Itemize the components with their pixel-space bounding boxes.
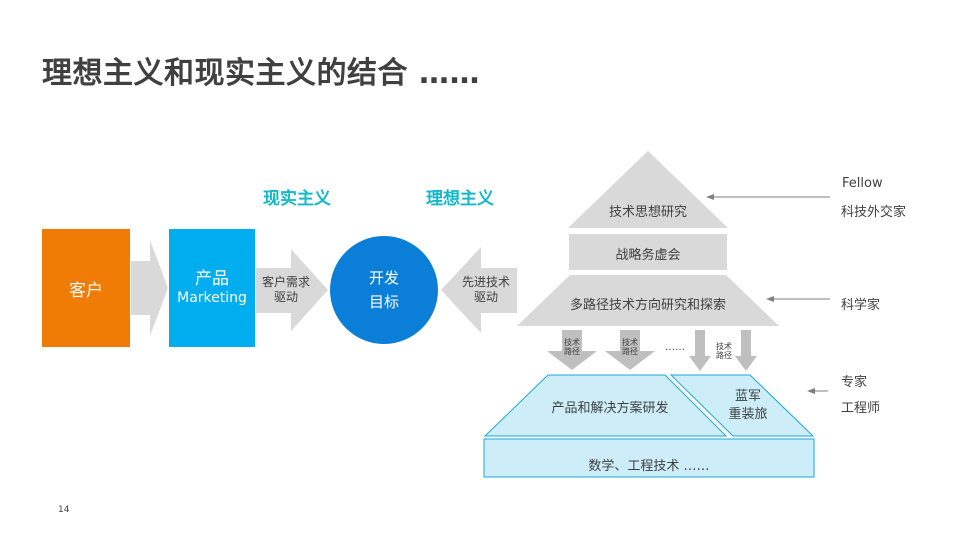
pointer-expert	[807, 388, 828, 394]
idealism-heading: 理想主义	[426, 189, 494, 209]
demand-line2: 驱动	[273, 290, 298, 304]
role-scientist: 科学家	[841, 298, 881, 313]
path-label-3-line1: 技术	[716, 342, 732, 351]
path-label-3-line2: 路径	[716, 351, 732, 360]
tech-line1: 先进技术	[461, 275, 510, 289]
blue-army-shape	[669, 374, 815, 437]
path-ellipsis: ……	[665, 342, 685, 353]
path-arrow-4	[735, 330, 757, 371]
customer-label: 客户	[69, 280, 103, 301]
blue-army-label: 蓝军 重装旅	[710, 388, 786, 424]
path-label-1: 技术 路径	[562, 338, 582, 356]
role-engineer: 工程师	[841, 401, 881, 416]
path-label-2-line2: 路径	[622, 347, 638, 356]
role-expert: 专家	[841, 375, 868, 390]
path-arrow-1	[547, 330, 597, 370]
arrow-demand-driven	[256, 249, 328, 331]
target-line1: 开发	[368, 269, 399, 287]
path-arrow-3	[689, 330, 711, 371]
pyramid-middle-label: 战略务虚会	[615, 248, 681, 263]
path-label-1-line1: 技术	[564, 338, 580, 347]
path-label-1-line2: 路径	[564, 347, 580, 356]
pyramid-top-label: 技术思想研究	[608, 205, 687, 220]
pointer-scientist	[766, 296, 830, 302]
pyramid-top-shape	[568, 151, 728, 228]
role-tech-diplomat: 科技外交家	[841, 205, 907, 220]
customer-box: 客户	[42, 229, 130, 347]
product-rd-shape	[483, 374, 728, 437]
product-rd-label: 产品和解决方案研发	[551, 401, 669, 416]
marketing-label: Marketing	[177, 290, 247, 306]
foundation-shape	[483, 438, 815, 478]
pyramid-bottom-shape	[517, 275, 779, 326]
development-target-circle: 开发 目标	[330, 236, 438, 344]
product-label: 产品	[195, 269, 229, 289]
product-box: 产品 Marketing	[169, 229, 255, 347]
realism-heading: 现实主义	[263, 189, 331, 209]
path-label-2-line1: 技术	[622, 338, 638, 347]
arrow-customer-to-product	[131, 240, 168, 336]
path-label-2: 技术 路径	[620, 338, 640, 356]
blue-army-line1: 蓝军	[734, 389, 761, 404]
demand-driven-label: 客户需求 驱动	[258, 275, 314, 305]
demand-line1: 客户需求	[261, 275, 310, 289]
role-fellow: Fellow	[842, 176, 883, 191]
pyramid-bottom-label: 多路径技术方向研究和探索	[569, 298, 726, 313]
target-line2: 目标	[368, 293, 399, 311]
blue-army-line2: 重装旅	[728, 407, 768, 422]
path-arrow-2	[605, 330, 655, 370]
slide-title: 理想主义和现实主义的结合 ……	[42, 56, 480, 91]
tech-line2: 驱动	[473, 290, 498, 304]
path-label-3: 技术 路径	[713, 342, 735, 360]
pointer-fellow	[706, 194, 830, 200]
pyramid-middle-shape	[569, 234, 727, 270]
page-number: 14	[58, 505, 70, 515]
foundation-label: 数学、工程技术 ……	[588, 459, 710, 474]
arrow-tech-driven	[441, 247, 517, 333]
tech-driven-label: 先进技术 驱动	[457, 275, 515, 305]
